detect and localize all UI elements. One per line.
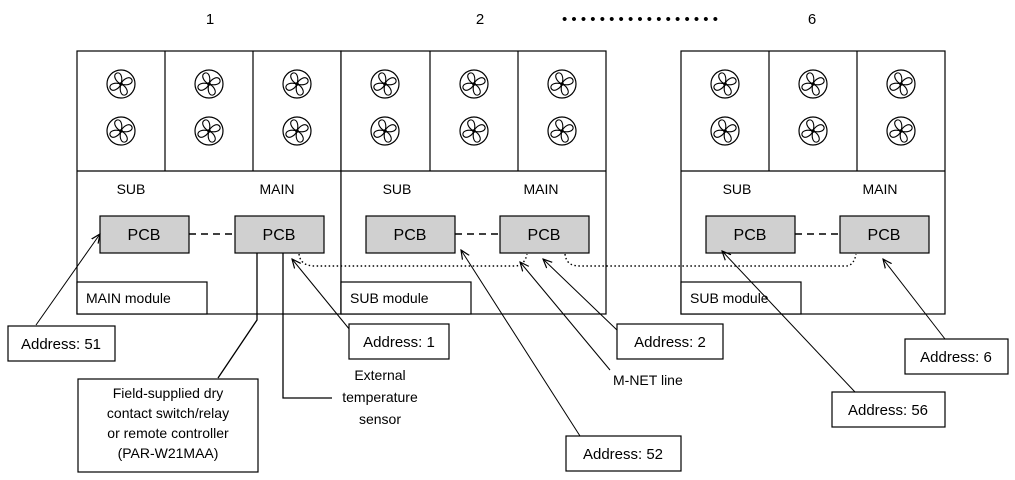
module-label-box	[340, 281, 472, 315]
sensor-label-line-1: External	[354, 367, 405, 383]
fan-icon	[710, 116, 740, 146]
address-51-text: Address: 51	[21, 336, 101, 353]
main-label: MAIN	[863, 181, 898, 197]
fan-icon	[459, 69, 489, 99]
sensor-label-line-2: temperature	[342, 389, 418, 405]
pcb-sub	[705, 215, 796, 254]
pcb-main-label: PCB	[528, 227, 561, 244]
main-label: MAIN	[524, 181, 559, 197]
unit-1: SUB MAIN PCB PCB MAIN module	[76, 50, 342, 315]
unit-number-1: 1	[206, 11, 214, 28]
leader-address-56	[722, 251, 856, 393]
fan-icon	[194, 69, 224, 99]
fan-icon	[194, 116, 224, 146]
unit-number-2: 2	[476, 11, 484, 28]
fan-icon	[886, 116, 916, 146]
unit-6-frame	[680, 50, 946, 315]
field-supplied-line-4: (PAR-W21MAA)	[118, 445, 219, 461]
fan-icon	[798, 116, 828, 146]
address-box-6: Address: 6	[904, 338, 1009, 375]
mnet-line-label: M-NET line	[613, 372, 683, 388]
unit-1-frame	[76, 50, 342, 315]
leader-address-52	[461, 250, 581, 437]
main-label: MAIN	[260, 181, 295, 197]
leader-mnet	[520, 262, 611, 371]
fan-icon	[886, 69, 916, 99]
field-supplied-line-1: Field-supplied dry	[113, 385, 224, 401]
field-supplied-box: Field-supplied dry contact switch/relay …	[77, 378, 259, 473]
pcb-main	[839, 215, 930, 254]
address-box-1: Address: 1	[348, 323, 450, 360]
pcb-sub-label: PCB	[734, 227, 767, 244]
fan-icon	[370, 69, 400, 99]
module-label: SUB module	[350, 290, 429, 306]
pcb-sub-label: PCB	[128, 227, 161, 244]
ellipsis-dots: • • • • • • • • • • • • • • • • •	[562, 11, 718, 28]
module-label-box	[680, 281, 802, 315]
pcb-main	[499, 215, 590, 254]
address-6-text: Address: 6	[920, 349, 992, 366]
fan-icon	[710, 69, 740, 99]
leader-address-51	[35, 234, 100, 326]
wire-temp-sensor	[282, 253, 332, 399]
address-box-51: Address: 51	[7, 325, 116, 362]
fan-icon	[459, 116, 489, 146]
address-box-56: Address: 56	[831, 391, 946, 428]
sub-label: SUB	[383, 181, 412, 197]
module-label: MAIN module	[86, 290, 171, 306]
leader-address-2	[543, 259, 619, 332]
pcb-sub-label: PCB	[394, 227, 427, 244]
address-2-text: Address: 2	[634, 334, 706, 351]
address-box-2: Address: 2	[616, 323, 724, 360]
sub-label: SUB	[723, 181, 752, 197]
pcb-sub	[365, 215, 456, 254]
pcb-sub	[99, 215, 190, 254]
fan-icon	[798, 69, 828, 99]
module-label: SUB module	[690, 290, 769, 306]
fan-icon	[547, 69, 577, 99]
fan-icon	[547, 116, 577, 146]
fan-icon	[370, 116, 400, 146]
address-52-text: Address: 52	[583, 446, 663, 463]
unit-number-6: 6	[808, 11, 816, 28]
leader-address-1	[292, 259, 351, 331]
sensor-label-line-3: sensor	[359, 411, 401, 427]
unit-6: SUB MAIN PCB PCB SUB module	[680, 50, 946, 315]
unit-2: SUB MAIN PCB PCB SUB module	[340, 50, 607, 315]
pcb-main	[234, 215, 325, 254]
field-supplied-line-2: contact switch/relay	[107, 405, 229, 421]
address-box-52: Address: 52	[565, 435, 682, 472]
wire-field-controller	[217, 253, 258, 379]
leader-address-6	[883, 259, 946, 340]
fan-icon	[282, 116, 312, 146]
pcb-main-label: PCB	[263, 227, 296, 244]
fan-icon	[106, 69, 136, 99]
sub-label: SUB	[117, 181, 146, 197]
field-supplied-line-3: or remote controller	[107, 425, 229, 441]
module-label-box	[76, 281, 208, 315]
address-1-text: Address: 1	[363, 334, 435, 351]
pcb-main-label: PCB	[868, 227, 901, 244]
address-56-text: Address: 56	[848, 402, 928, 419]
fan-icon	[106, 116, 136, 146]
fan-icon	[282, 69, 312, 99]
